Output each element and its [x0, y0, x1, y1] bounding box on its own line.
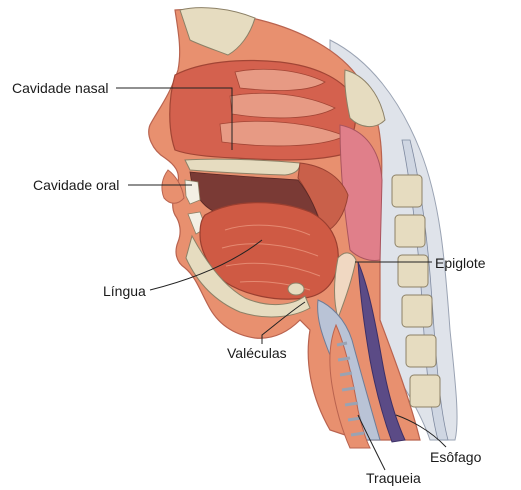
label-epiglote: Epiglote	[435, 255, 486, 271]
vertebra-c5	[406, 335, 436, 367]
label-lingua: Língua	[103, 283, 146, 299]
label-cavidade-oral: Cavidade oral	[33, 177, 119, 193]
vertebra-c2	[395, 215, 425, 247]
vertebra-c3	[398, 255, 428, 287]
hyoid-bone	[288, 283, 304, 295]
label-esofago: Esôfago	[430, 449, 481, 465]
label-traqueia: Traqueia	[366, 470, 421, 486]
vertebra-c1	[392, 175, 422, 207]
label-cavidade-nasal: Cavidade nasal	[12, 80, 109, 96]
label-valeculas: Valéculas	[227, 345, 287, 361]
vertebra-c6	[410, 375, 440, 407]
vertebra-c4	[402, 295, 432, 327]
